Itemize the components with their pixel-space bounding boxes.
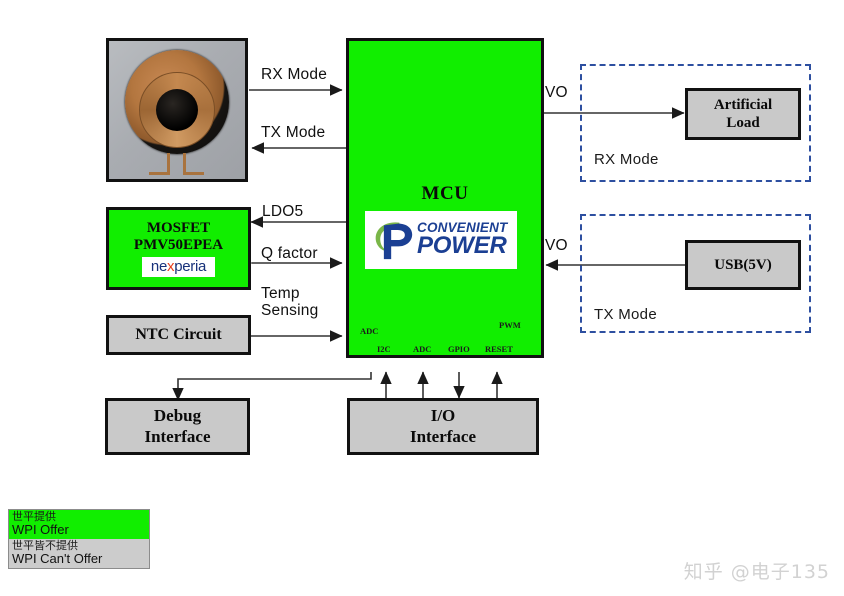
region-rx-mode (580, 64, 811, 182)
pin-label-i2c: I2C (377, 344, 391, 354)
nexperia-pre: ne (150, 258, 168, 276)
block-artificial-load: Artificial Load (685, 88, 801, 140)
block-mcu: MCU CPS4057 (346, 38, 544, 358)
io-line1: I/O (430, 405, 456, 425)
nexperia-post: peria (174, 258, 207, 276)
mcu-title: MCU (421, 183, 469, 204)
region-tx-mode-label: TX Mode (594, 306, 657, 323)
legend-cant-offer-en: WPI Can't Offer (12, 550, 103, 566)
legend-row-cant-offer: 世平皆不提供 WPI Can't Offer (9, 538, 149, 568)
convenient-power-logo: CONVENIENT POWER (365, 211, 517, 269)
legend-offer-cn: 世平提供 (12, 510, 56, 523)
edge-label-rx-mode: RX Mode (261, 66, 328, 83)
edge-label-tx-mode: TX Mode (261, 124, 326, 141)
logo-text-top: CONVENIENT (417, 220, 508, 236)
legend-cant-offer-cn: 世平皆不提供 (12, 538, 78, 552)
edge-label-ldo5: LDO5 (262, 203, 304, 220)
region-tx-mode (580, 214, 811, 333)
block-io-interface: I/O Interface (347, 398, 539, 455)
legend-row-offer: 世平提供 WPI Offer (9, 510, 149, 539)
artificial-load-line1: Artificial (713, 97, 773, 113)
nexperia-x: x (167, 258, 175, 276)
block-usb-5v: USB(5V) (685, 240, 801, 290)
region-rx-mode-label: RX Mode (594, 151, 659, 168)
block-debug-interface: Debug Interface (105, 398, 250, 455)
coil-lead-bottom-right (184, 172, 204, 175)
logo-text-bottom: POWER (417, 232, 507, 260)
edge-label-vo-top: VO (545, 84, 568, 101)
coil-core (156, 89, 198, 131)
edge-label-q-factor: Q factor (261, 245, 318, 262)
mosfet-part-number: PMV50EPEA (133, 237, 224, 253)
pin-label-reset: RESET (485, 344, 513, 354)
artificial-load-line2: Load (726, 115, 760, 131)
watermark-logo: 知乎 (683, 561, 724, 583)
watermark-handle: @电子135 (730, 561, 830, 583)
watermark: 知乎 @电子135 (684, 557, 830, 584)
legend-offer-en: WPI Offer (12, 521, 69, 537)
coil-lead-left (167, 153, 170, 175)
pin-label-gpio: GPIO (448, 344, 470, 354)
wireless-charging-coil-photo (106, 38, 248, 182)
coil-lead-right (183, 153, 186, 175)
nexperia-logo: nexperia (141, 257, 216, 278)
ntc-label: NTC Circuit (135, 326, 222, 343)
coil-lead-bottom-left (149, 172, 169, 175)
edge-label-vo-bottom: VO (545, 237, 568, 254)
debug-line2: Interface (144, 426, 211, 446)
pin-label-pwm-right: PWM (499, 320, 521, 330)
convenient-power-mark-icon (375, 222, 413, 260)
convenient-power-wordmark: CONVENIENT POWER (417, 220, 508, 260)
debug-line1: Debug (153, 405, 202, 425)
edge-label-temp-sensing: Temp Sensing (261, 285, 319, 320)
legend: 世平提供 WPI Offer 世平皆不提供 WPI Can't Offer (8, 509, 150, 569)
pin-label-adc-left: ADC (360, 326, 379, 336)
block-mosfet: MOSFET PMV50EPEA nexperia (106, 207, 251, 290)
usb-label: USB(5V) (714, 256, 772, 273)
mosfet-title: MOSFET (146, 219, 211, 236)
pin-label-adc-bottom: ADC (413, 344, 432, 354)
block-ntc-circuit: NTC Circuit (106, 315, 251, 355)
io-line2: Interface (409, 426, 477, 446)
